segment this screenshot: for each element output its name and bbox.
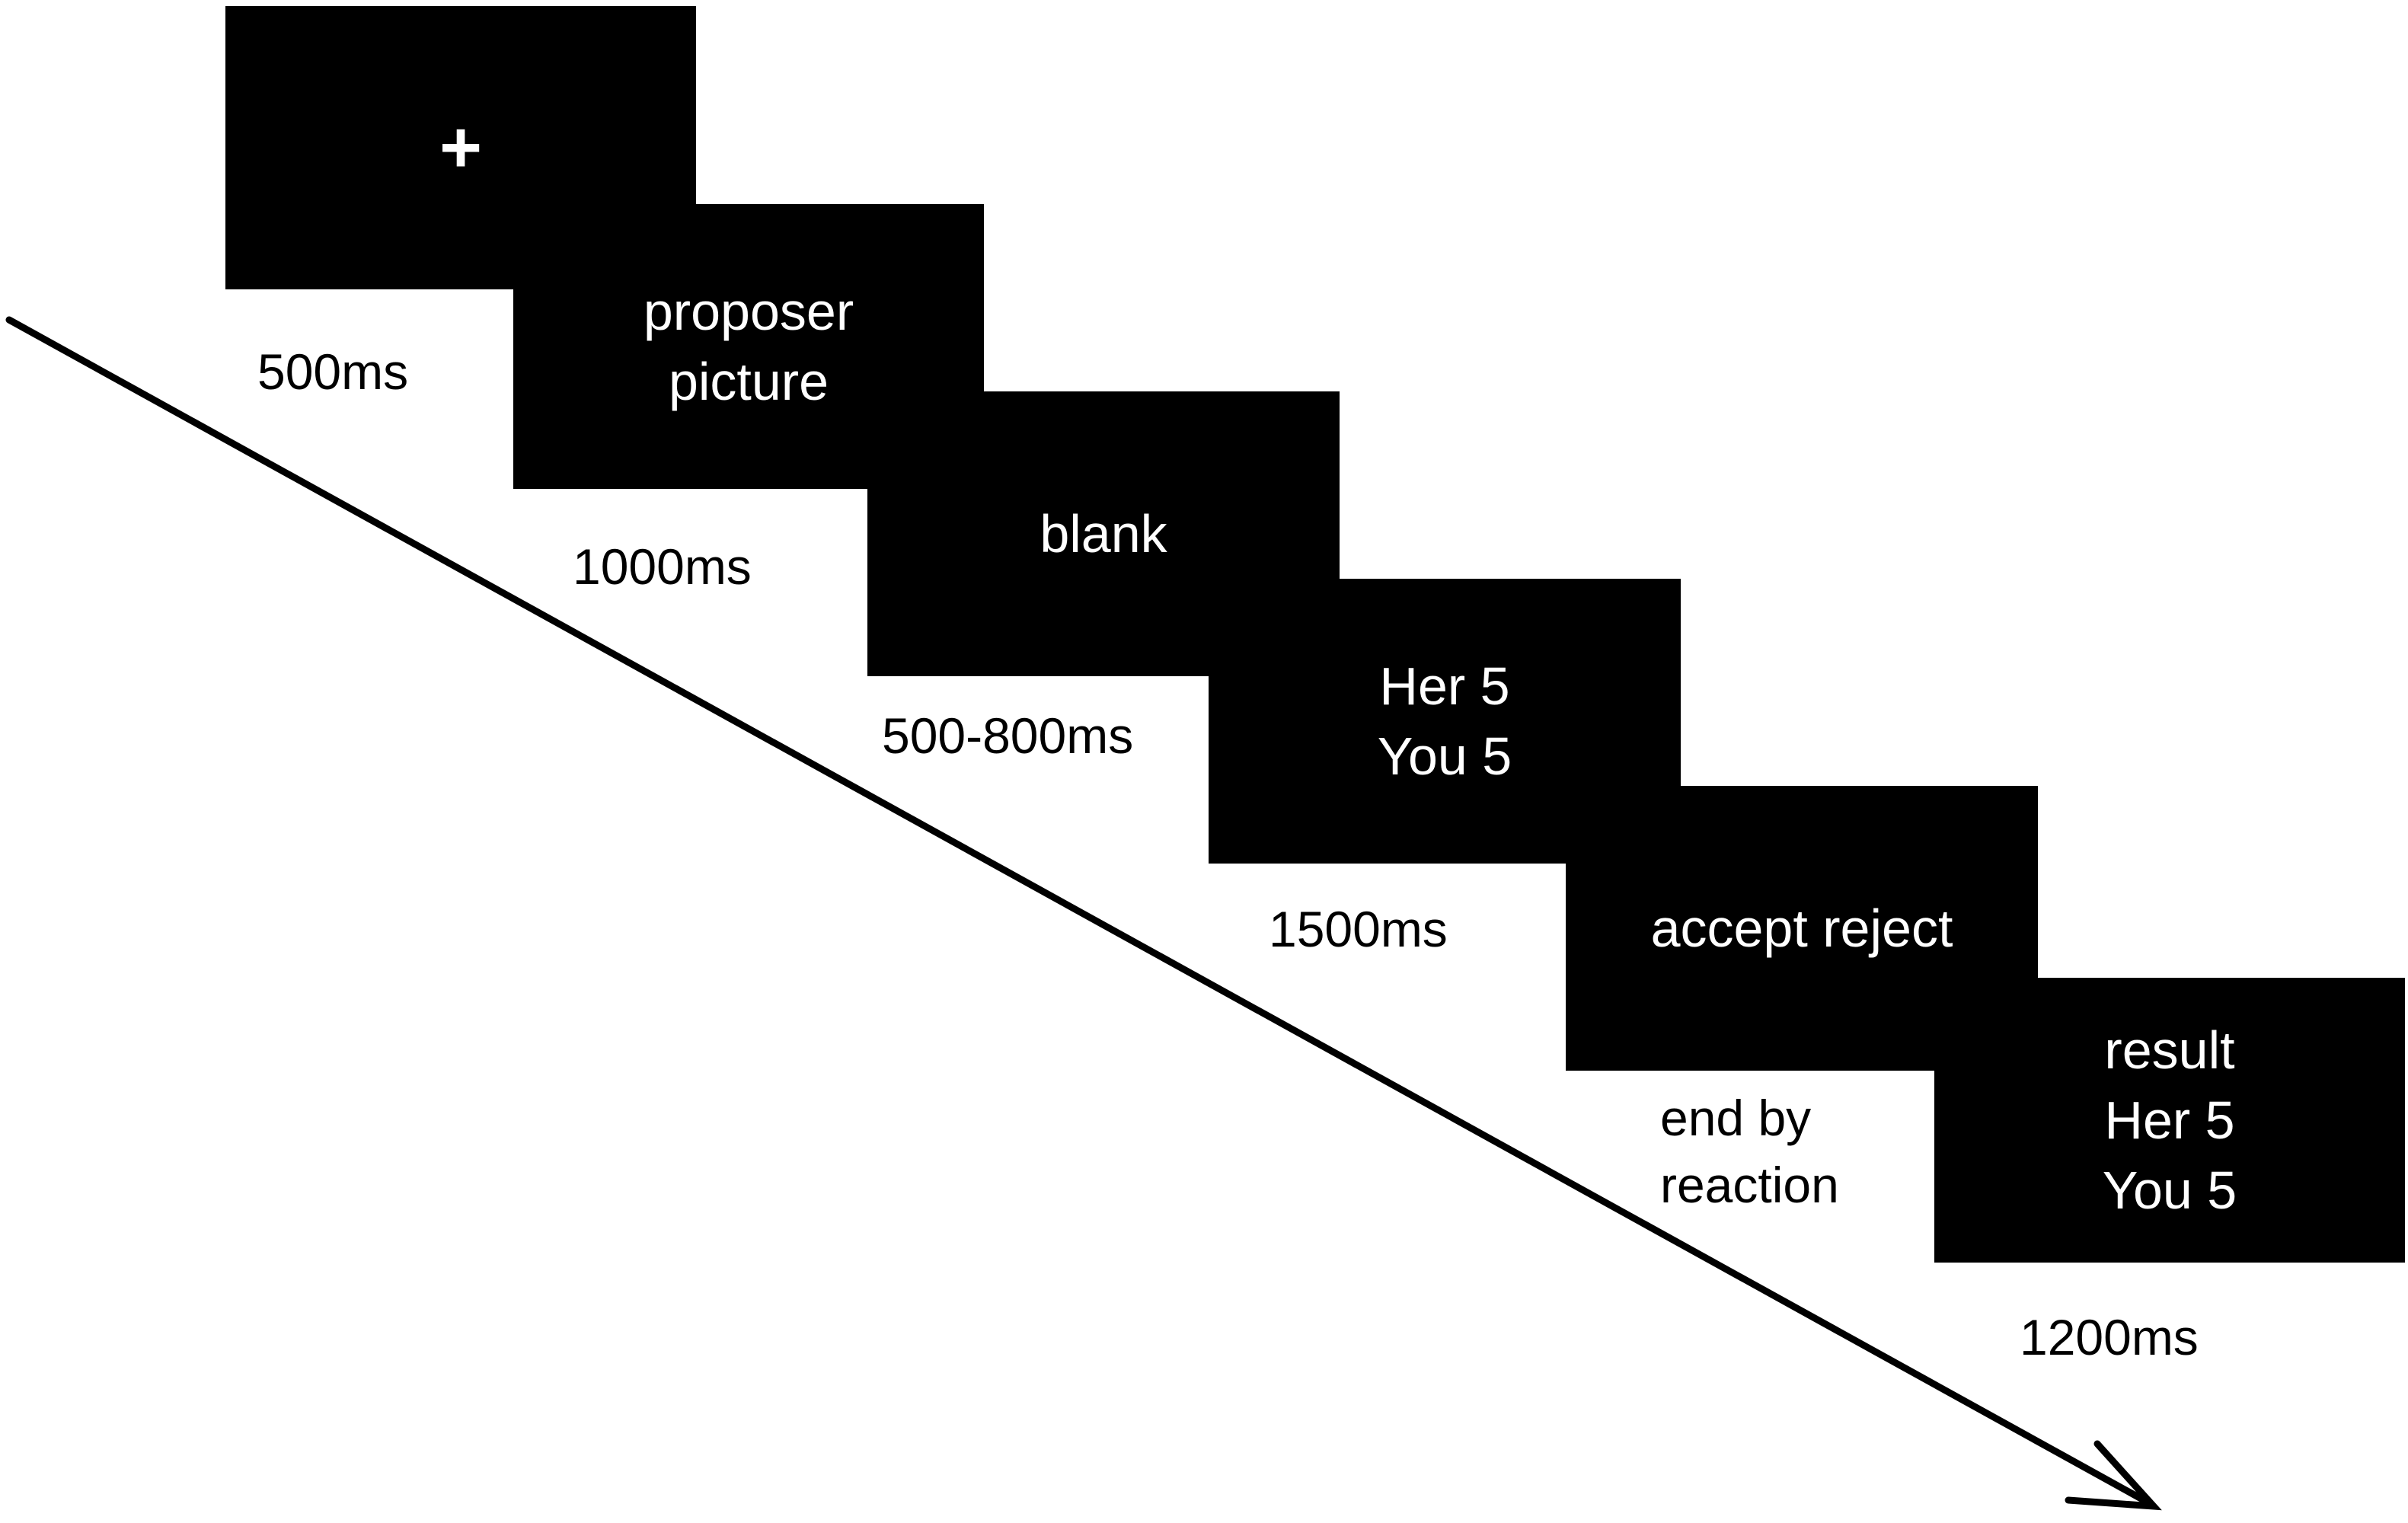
duration-label: 1000ms	[573, 538, 752, 595]
timeline-arrow-shaft	[5, 316, 2156, 1509]
screen-text: Her 5	[2104, 1090, 2235, 1150]
duration-label: 1200ms	[2020, 1309, 2199, 1365]
duration-result: 1200ms	[2020, 1304, 2199, 1371]
duration-label: reaction	[1660, 1157, 1839, 1213]
duration-blank: 500-800ms	[882, 702, 1133, 769]
duration-fixation: 500ms	[257, 338, 408, 405]
duration-decision: end by reaction	[1660, 1084, 1839, 1218]
screen-text: You 5	[2102, 1161, 2237, 1220]
screen-text: accept reject	[1650, 899, 1953, 958]
fixation-cross: +	[439, 107, 483, 188]
duration-label: 1500ms	[1269, 901, 1448, 957]
screen-text: picture	[668, 352, 829, 411]
timeline-arrow-head	[2065, 1440, 2162, 1511]
screen-text: result	[2104, 1020, 2235, 1080]
screen-text: proposer	[643, 282, 854, 341]
screen-text: You 5	[1377, 726, 1512, 786]
screen-text: Her 5	[1379, 656, 1510, 716]
screen-result: result Her 5 You 5	[1934, 978, 2405, 1263]
duration-proposer-picture: 1000ms	[573, 533, 752, 600]
screen-proposer-picture: proposer picture	[513, 204, 984, 489]
duration-label: 500ms	[257, 343, 409, 400]
duration-offer: 1500ms	[1269, 896, 1448, 963]
duration-label: end by	[1660, 1090, 1812, 1146]
duration-label: 500-800ms	[882, 707, 1134, 764]
screen-text: blank	[1040, 504, 1167, 564]
screen-offer: Her 5 You 5	[1209, 579, 1681, 864]
